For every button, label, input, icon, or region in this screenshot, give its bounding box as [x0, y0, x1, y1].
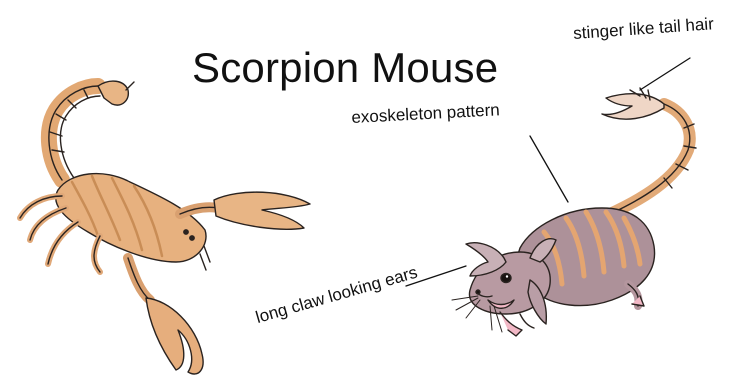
scorpion-mouse-illustration	[452, 88, 696, 336]
scorpion-claw-lower	[146, 298, 203, 374]
mouse-tail-tuft	[602, 94, 664, 119]
pointer-exoskeleton	[530, 136, 568, 202]
diagram-title: Scorpion Mouse	[192, 44, 498, 92]
scorpion-claw-right	[214, 192, 310, 229]
pointer-stinger	[640, 58, 690, 90]
mouse-tail	[610, 104, 690, 214]
mouse-eye	[501, 274, 511, 283]
scorpion-illustration	[20, 81, 310, 374]
scorpion-tail	[49, 86, 98, 180]
scorpion-stinger	[98, 81, 128, 105]
